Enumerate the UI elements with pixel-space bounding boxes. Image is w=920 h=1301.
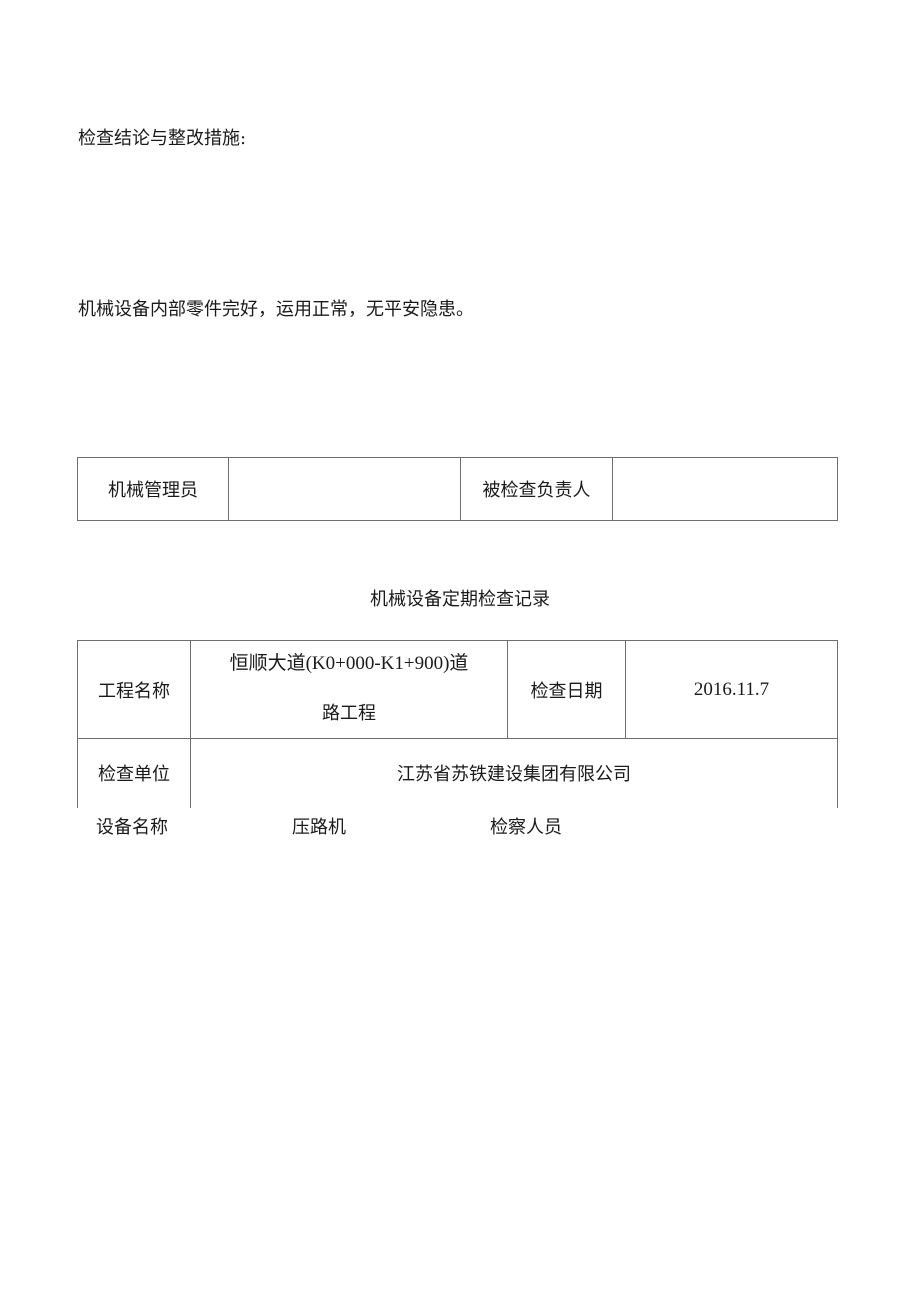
table-border-left: [77, 457, 78, 521]
inspection-date-value: 2016.11.7: [693, 678, 770, 700]
table-border-top: [77, 457, 838, 458]
project-name-label: 工程名称: [98, 680, 170, 702]
inspection-unit-value: 江苏省苏铁建设集团有限公司: [397, 764, 631, 785]
inspected-person-label: 被检查负责人: [482, 480, 591, 501]
table-col-divider: [625, 640, 626, 738]
inspection-date-label: 检查日期: [530, 680, 603, 702]
conclusion-heading: 检查结论与整改措施:: [78, 128, 247, 149]
machine-manager-signature-field[interactable]: [229, 458, 460, 520]
machine-manager-label: 机械管理员: [108, 480, 198, 501]
inspection-unit-label: 检查单位: [98, 764, 170, 785]
table-col-divider: [228, 457, 229, 521]
table-border-bottom: [77, 520, 838, 521]
table-row-divider: [77, 738, 838, 739]
table-border-right: [837, 640, 838, 808]
inspected-person-signature-field[interactable]: [613, 458, 837, 520]
table-col-divider: [507, 640, 508, 738]
table-col-divider: [190, 640, 191, 808]
project-name-line-1: 恒顺大道(K0+000-K1+900)道: [229, 653, 469, 674]
table-border-top: [77, 640, 838, 641]
record-title: 机械设备定期检查记录: [370, 589, 550, 610]
table-border-right: [837, 457, 838, 521]
table-col-divider: [612, 457, 613, 521]
project-name-value: 恒顺大道(K0+000-K1+900)道 路工程: [191, 641, 507, 738]
equipment-name-label: 设备名称: [96, 817, 168, 838]
project-name-line-2: 路工程: [322, 703, 376, 724]
inspector-label: 检察人员: [490, 817, 562, 838]
table-border-left: [77, 640, 78, 808]
equipment-name-value: 压路机: [292, 817, 346, 838]
table-col-divider: [460, 457, 461, 521]
conclusion-text: 机械设备内部零件完好，运用正常，无平安隐患。: [78, 299, 474, 320]
